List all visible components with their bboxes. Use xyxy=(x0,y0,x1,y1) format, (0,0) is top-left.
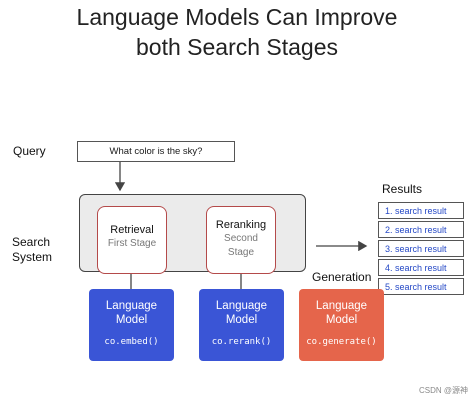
generate-code: co.generate() xyxy=(306,337,377,347)
results-label: Results xyxy=(382,182,423,196)
embed-model-name: Language Model xyxy=(89,299,174,327)
embed-code: co.embed() xyxy=(104,337,159,347)
rerank-language-model: Language Model co.rerank() xyxy=(199,289,284,361)
rerank-code: co.rerank() xyxy=(211,337,272,347)
result-item-2: 2. search result xyxy=(378,221,464,238)
embed-model-name-line-1: Language xyxy=(105,300,158,312)
retrieval-stage: Retrieval First Stage xyxy=(97,206,167,274)
query-box: What color is the sky? xyxy=(77,141,235,162)
rerank-model-name-line-1: Language xyxy=(215,300,268,312)
rerank-model-name: Language Model xyxy=(199,299,284,327)
generate-model-name-line-2: Model xyxy=(325,314,358,326)
results-list: 1. search result 2. search result 3. sea… xyxy=(378,202,464,297)
result-item-3: 3. search result xyxy=(378,240,464,257)
diagram-title: Language Models Can Improve both Search … xyxy=(0,2,474,62)
reranking-subtitle-line-1: Second xyxy=(224,233,258,244)
embed-language-model: Language Model co.embed() xyxy=(89,289,174,361)
reranking-subtitle-line-2: Stage xyxy=(227,247,255,258)
result-item-4: 4. search result xyxy=(378,259,464,276)
embed-model-name-line-2: Model xyxy=(115,314,148,326)
generate-language-model: Language Model co.generate() xyxy=(299,289,384,361)
result-item-5: 5. search result xyxy=(378,278,464,295)
generate-model-name-line-1: Language xyxy=(315,300,368,312)
generate-model-name: Language Model xyxy=(299,299,384,327)
title-line-1: Language Models Can Improve xyxy=(76,4,398,30)
search-system-label: Search System xyxy=(12,235,52,265)
rerank-model-name-line-2: Model xyxy=(225,314,258,326)
search-system-label-line-1: Search xyxy=(12,235,51,249)
retrieval-title: Retrieval xyxy=(110,224,154,236)
search-system-label-line-2: System xyxy=(12,250,53,264)
result-item-1: 1. search result xyxy=(378,202,464,219)
retrieval-subtitle: First Stage xyxy=(107,238,157,249)
reranking-stage: Reranking Second Stage xyxy=(206,206,276,274)
generation-label: Generation xyxy=(312,270,372,284)
watermark: CSDN @源神 xyxy=(418,386,468,395)
reranking-title: Reranking xyxy=(215,219,267,231)
query-label: Query xyxy=(13,144,46,158)
title-line-2: both Search Stages xyxy=(135,34,339,60)
